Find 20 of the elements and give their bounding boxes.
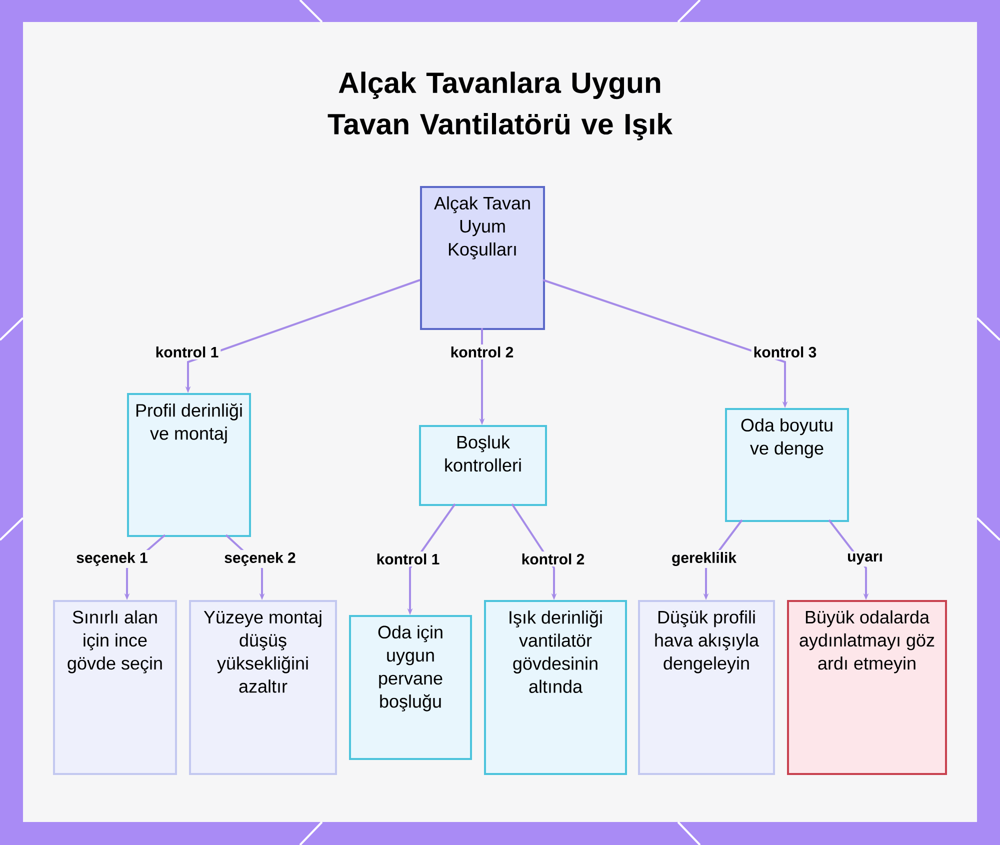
process-box: Oda boyutu ve denge — [725, 408, 849, 522]
edge-label: seçenek 1 — [74, 550, 150, 568]
process-box: Büyük odalarda aydınlatmayı göz ardı etmeyin — [787, 600, 947, 775]
process-box: Profil derinliği ve montaj — [127, 393, 251, 537]
edge-label: uyarı — [845, 551, 885, 567]
edge-label: kontrol 2 — [519, 552, 587, 566]
edge-label: kontrol 2 — [448, 344, 516, 360]
edge-label: kontrol 1 — [374, 552, 442, 566]
process-box: Yüzeye montaj düşüş yüksekliğini azaltır — [189, 600, 337, 775]
process-box: Düşük profili hava akışıyla dengeleyin — [638, 600, 775, 775]
edge-label: gereklilik — [669, 550, 739, 568]
edge-label: kontrol 3 — [751, 344, 819, 360]
process-box: Oda için uygun pervane boşluğu — [349, 615, 472, 760]
process-box: Işık derinliği vantilatör gövdesinin altında — [484, 600, 627, 775]
process-box: Boşluk kontrolleri — [419, 425, 547, 506]
edge-label: kontrol 1 — [153, 344, 221, 360]
edge-label: seçenek 2 — [222, 550, 298, 568]
process-box: Alçak Tavan Uyum Koşulları — [420, 186, 545, 330]
title: Alçak Tavanlara Uygun Tavan Vantilatörü ve Işık — [328, 72, 673, 140]
process-box: Sınırlı alan için ince gövde seçin — [53, 600, 177, 775]
